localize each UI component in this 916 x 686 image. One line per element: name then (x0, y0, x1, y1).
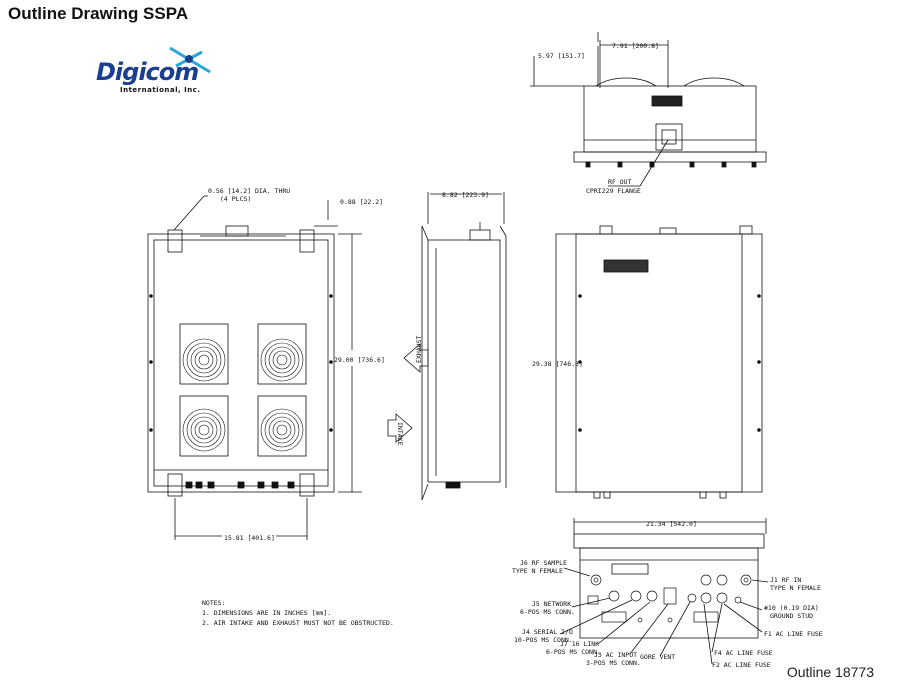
dim-front-height: 29.00 [736.6] (334, 356, 385, 364)
dim-front-width: 15.81 [401.6] (224, 534, 275, 542)
dim-mount-holes-count: (4 PLCS) (220, 195, 251, 203)
satellite-icon (169, 46, 211, 74)
logo-subtitle: International, Inc. (120, 86, 201, 94)
logo-wordmark: Digicom (96, 58, 199, 86)
side-view (387, 192, 507, 501)
j5-label: J5 NETWORK (532, 600, 571, 608)
j6-label: J6 RF SAMPLE (520, 559, 567, 567)
rf-out-flange-label: CPRI229 FLANGE (586, 187, 641, 195)
dim-flange-offset: 0.88 [22.2] (340, 198, 383, 206)
front-view (147, 195, 362, 540)
f1-fuse-label: F1 AC LINE FUSE (764, 630, 823, 638)
notes-block: NOTES: 1. DIMENSIONS ARE IN INCHES [mm].… (202, 598, 394, 628)
dim-mount-holes: 0.56 [14.2] DIA. THRU (208, 187, 290, 195)
gore-vent-label: GORE VENT (640, 653, 675, 661)
f4-fuse-label: F4 AC LINE FUSE (714, 649, 773, 657)
rf-out-label: RF OUT (608, 178, 632, 186)
exhaust-arrow-label: EXHAUST (415, 336, 423, 363)
j6-type: TYPE N FEMALE (512, 567, 563, 575)
connector-panel-view (559, 518, 769, 665)
note-2: 2. AIR INTAKE AND EXHAUST MUST NOT BE OB… (202, 619, 394, 627)
f2-fuse-label: F2 AC LINE FUSE (712, 661, 771, 669)
dim-side-depth: 8.82 [223.9] (442, 191, 489, 199)
dim-side-height: 29.38 [746.3] (532, 360, 583, 368)
j4-type: 10-POS MS CONN. (514, 636, 573, 644)
j7-label: J7 16 LINK (560, 640, 599, 648)
page-title: Outline Drawing SSPA (8, 4, 189, 23)
j1-label: J1 RF IN (770, 576, 801, 584)
j4-label: J4 SERIAL I/O (522, 628, 573, 636)
company-logo: Digicom International, Inc. (92, 42, 222, 102)
notes-heading: NOTES: (202, 599, 226, 607)
rear-view (555, 225, 763, 499)
top-view (530, 32, 767, 187)
j7-type: 6-POS MS CONN. (546, 648, 601, 656)
ground-stud-label: GROUND STUD (770, 612, 813, 620)
intake-arrow-label: INTAKE (396, 422, 404, 446)
outline-number: Outline 18773 (786, 664, 874, 680)
ground-stud-size: #10 (0.19 DIA) (764, 604, 819, 612)
dim-top-width: 7.91 [200.8] (612, 42, 659, 50)
j1-type: TYPE N FEMALE (770, 584, 821, 592)
j5-type: 6-POS MS CONN. (520, 608, 575, 616)
j3-label: J3 AC INPUT (594, 651, 637, 659)
note-1: 1. DIMENSIONS ARE IN INCHES [mm]. (202, 609, 332, 617)
j3-type: 3-POS MS CONN. (586, 659, 641, 667)
dim-bottom-width: 21.34 [542.0] (646, 520, 697, 528)
dim-top-depth: 5.97 [151.7] (538, 52, 585, 60)
